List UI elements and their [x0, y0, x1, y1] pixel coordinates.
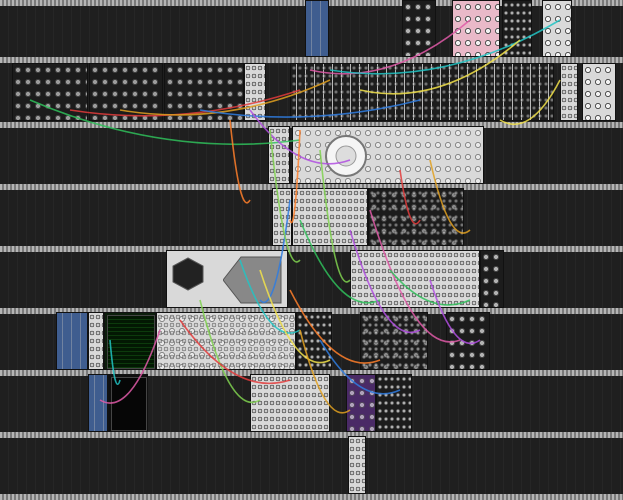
patch-cable[interactable]	[109, 339, 121, 386]
blue-module-top[interactable]	[305, 0, 329, 57]
patch-cable[interactable]	[289, 289, 381, 364]
patch-cable[interactable]	[359, 39, 521, 95]
knob-grid	[481, 251, 503, 307]
dark-module-row7[interactable]	[376, 374, 412, 432]
panel-module-row4[interactable]	[292, 188, 368, 246]
patch-cable[interactable]	[389, 269, 471, 306]
patch-cable[interactable]	[259, 269, 331, 364]
patch-cable[interactable]	[199, 99, 421, 118]
right-module-row2[interactable]	[582, 63, 616, 121]
patch-cable[interactable]	[179, 319, 291, 385]
patch-cable[interactable]	[29, 99, 301, 146]
rack-rail	[0, 246, 623, 252]
dark-module-row4[interactable]	[368, 188, 464, 246]
knob-grid	[583, 64, 615, 120]
grid-module-row5[interactable]	[350, 250, 480, 308]
patch-cable[interactable]	[299, 219, 381, 304]
patch-cable[interactable]	[349, 229, 421, 334]
patch-cable[interactable]	[249, 109, 351, 165]
jack-grid	[245, 64, 265, 120]
patch-cable[interactable]	[369, 209, 461, 343]
patch-cable[interactable]	[399, 169, 421, 225]
module-faceplate	[89, 375, 107, 431]
sequencer-module-1[interactable]	[12, 63, 88, 121]
rack-rail	[0, 432, 623, 438]
module-faceplate	[306, 1, 328, 56]
rack-rail	[0, 57, 623, 63]
hexagon-pad-icon	[172, 257, 204, 291]
patch-cable[interactable]	[269, 129, 301, 263]
jack-grid	[251, 375, 329, 431]
patch-cable[interactable]	[239, 259, 301, 334]
dark-module-top-b[interactable]	[502, 0, 532, 57]
patch-cable[interactable]	[119, 79, 331, 116]
module-faceplate	[57, 313, 87, 369]
knob-grid	[293, 127, 483, 183]
jack-grid	[293, 189, 367, 245]
knob-grid	[543, 1, 571, 56]
patch-cable[interactable]	[429, 279, 481, 345]
panel-module-row6[interactable]	[156, 312, 296, 370]
patch-cable[interactable]	[329, 19, 561, 75]
patch-cable[interactable]	[309, 19, 471, 75]
scope-screen	[107, 315, 155, 369]
patch-cable[interactable]	[429, 159, 471, 234]
patch-cable[interactable]	[319, 149, 351, 283]
utility-module-row6[interactable]	[88, 312, 104, 370]
patch-cable[interactable]	[229, 119, 251, 204]
jack-grid	[157, 313, 295, 369]
patch-cable[interactable]	[289, 129, 301, 224]
jack-grid	[89, 313, 103, 369]
rack-rail	[0, 370, 623, 376]
jack-grid	[351, 251, 479, 307]
patch-cable[interactable]	[69, 89, 301, 117]
patch-cable[interactable]	[259, 199, 291, 304]
purple-module-row7[interactable]	[346, 374, 376, 432]
knob-grid	[403, 1, 435, 56]
panel-module-top-c[interactable]	[542, 0, 572, 57]
scope-scanlines	[108, 316, 154, 368]
rack-rail	[0, 494, 623, 500]
patch-cable[interactable]	[319, 339, 401, 395]
dark-module-row5[interactable]	[480, 250, 504, 308]
blue-module-row6[interactable]	[56, 312, 88, 370]
jack-grid	[349, 437, 365, 493]
module-screen	[111, 377, 147, 431]
patch-matrix-icon	[223, 256, 282, 304]
patch-cable[interactable]	[499, 79, 561, 125]
knob-grid	[347, 375, 375, 431]
rack-rail	[0, 308, 623, 314]
module-row8[interactable]	[348, 436, 366, 494]
jack-grid	[361, 313, 427, 369]
rack-rail	[0, 184, 623, 190]
controller-module[interactable]	[166, 250, 288, 308]
patch-cable[interactable]	[199, 299, 261, 404]
patch-cable[interactable]	[99, 329, 161, 404]
rack-rail	[0, 122, 623, 128]
dark-module-top-a[interactable]	[402, 0, 436, 57]
jack-grid	[377, 375, 411, 431]
rotary-display-icon	[325, 135, 367, 177]
patch-cable[interactable]	[299, 329, 351, 414]
clock-module[interactable]	[292, 126, 484, 184]
dark-module-row6-b[interactable]	[360, 312, 428, 370]
jack-grid	[561, 64, 577, 120]
cv-module[interactable]	[560, 63, 578, 121]
